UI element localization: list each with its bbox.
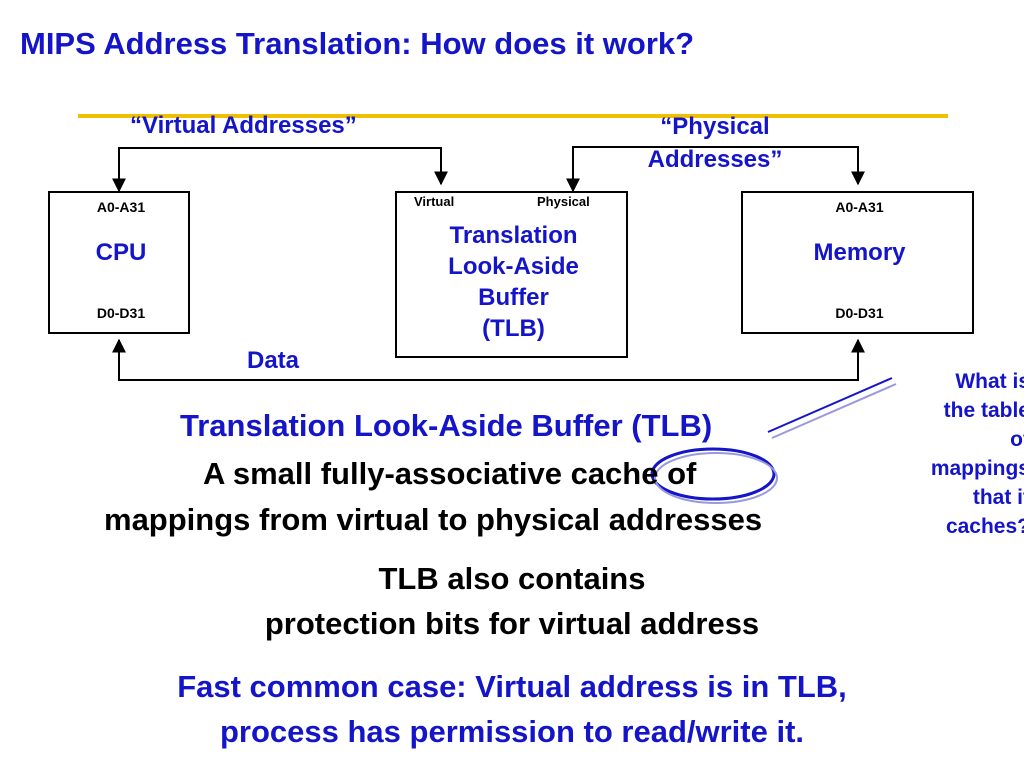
tlb-virtual-port-label: Virtual xyxy=(414,194,455,209)
protection-bits-line1: TLB also contains xyxy=(378,561,646,596)
callout-pointer-line-shadow xyxy=(771,383,897,439)
callout-line: the table xyxy=(943,399,1024,422)
tlb-label-line: (TLB) xyxy=(482,315,545,342)
virtual-addresses-label: “Virtual Addresses” xyxy=(130,112,357,139)
cache-highlight-ellipse-shadow xyxy=(654,452,778,504)
memory-data-pins: D0-D31 xyxy=(835,305,884,321)
callout-line: caches? xyxy=(945,515,1024,538)
tlb-heading: Translation Look-Aside Buffer (TLB) xyxy=(180,408,713,443)
cache-highlight-ellipse xyxy=(650,447,776,501)
tlb-label-line: Look-Aside xyxy=(448,253,579,280)
memory-address-pins: A0-A31 xyxy=(835,199,884,215)
physical-addresses-label: “Physical Addresses” xyxy=(620,110,810,176)
protection-bits-line2: protection bits for virtual address xyxy=(264,606,760,641)
physical-addresses-label-line1: “Physical xyxy=(660,113,770,140)
tlb-description-suffix: of xyxy=(667,456,697,491)
callout-question: What is the table of mappings that it ca… xyxy=(880,367,1024,541)
slide-title: MIPS Address Translation: How does it wo… xyxy=(20,26,695,61)
physical-addresses-label-line2: Addresses” xyxy=(647,146,783,173)
callout-line: of xyxy=(1010,428,1024,451)
fast-case-line2: process has permission to read/write it. xyxy=(219,714,805,749)
tlb-label: Translation Look-Aside Buffer (TLB) xyxy=(397,220,630,344)
data-bus-wire xyxy=(112,338,865,381)
data-bus-label: Data xyxy=(247,347,300,374)
cpu-box: A0-A31 CPU D0-D31 xyxy=(48,191,190,334)
cpu-data-pins: D0-D31 xyxy=(96,305,146,321)
tlb-label-line: Translation xyxy=(449,222,578,249)
callout-pointer-line xyxy=(767,377,893,433)
cpu-address-pins: A0-A31 xyxy=(96,199,146,215)
physical-address-wire xyxy=(566,146,865,193)
tlb-description-line2: mappings from virtual to physical addres… xyxy=(104,502,763,537)
tlb-label-line: Buffer xyxy=(478,284,549,311)
virtual-address-wire xyxy=(112,147,448,193)
tlb-physical-port-label: Physical xyxy=(537,194,590,209)
memory-label: Memory xyxy=(813,239,906,266)
cpu-label: CPU xyxy=(95,239,147,266)
callout-line: What is xyxy=(955,370,1024,393)
cache-word: cache xyxy=(570,456,659,491)
callout-line: that it xyxy=(972,486,1024,509)
memory-box: A0-A31 Memory D0-D31 xyxy=(741,191,974,334)
callout-line: mappings xyxy=(930,457,1024,480)
fast-case-line1: Fast common case: Virtual address is in … xyxy=(177,669,847,704)
tlb-box: Virtual Physical Translation Look-Aside … xyxy=(395,191,628,358)
tlb-description-prefix: A small fully-associative xyxy=(203,456,562,491)
title-underline xyxy=(78,114,948,118)
tlb-description-line1: A small fully-associative cache of xyxy=(203,456,696,492)
